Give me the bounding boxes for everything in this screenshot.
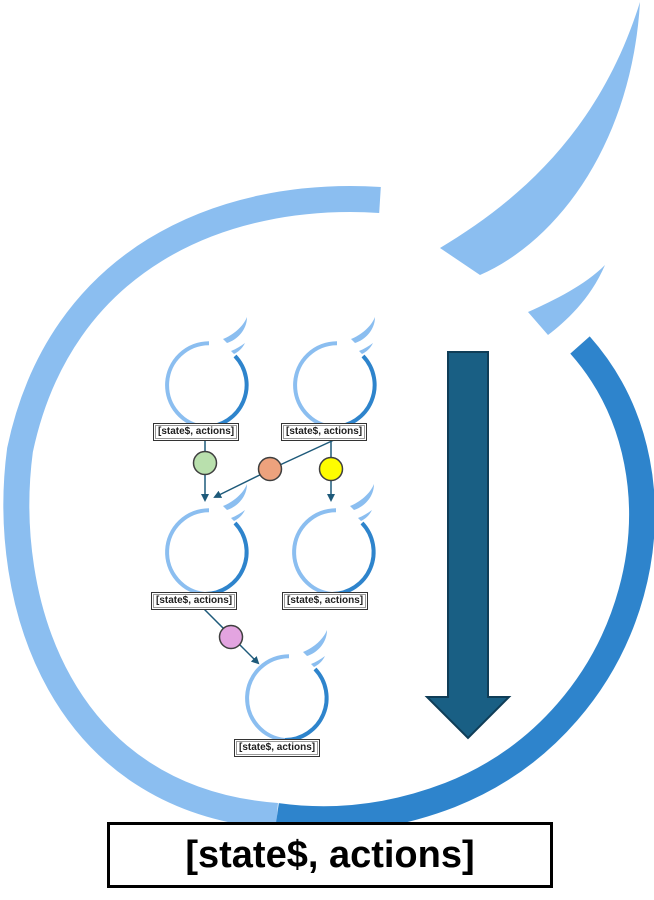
green-dot xyxy=(192,450,218,476)
mini-tail-top xyxy=(351,317,375,343)
orange-dot xyxy=(257,456,283,482)
large-cycle-logo xyxy=(3,2,654,833)
mini-ring-light xyxy=(165,341,210,429)
logo-ring-dark-arc xyxy=(275,336,654,833)
mini-tail-small xyxy=(231,510,245,521)
mini-ring-light xyxy=(292,508,337,596)
mini-tail-top xyxy=(303,630,327,656)
mini-tail-small xyxy=(359,343,373,354)
node-label-5: [state$, actions] xyxy=(234,739,321,757)
mini-logos xyxy=(165,317,377,742)
mini-ring-light xyxy=(165,508,210,596)
mini-ring-light xyxy=(293,341,338,429)
mini-cycle-logo-3 xyxy=(165,484,249,596)
mini-tail-small xyxy=(231,343,245,354)
mini-ring-light xyxy=(245,654,290,742)
mini-tail-top xyxy=(223,317,247,343)
mini-ring-dark xyxy=(331,521,376,596)
logo-ring-light-arc xyxy=(3,186,381,829)
flow-down-arrow xyxy=(424,351,512,740)
pink-dot xyxy=(218,624,244,650)
mini-cycle-logo-2 xyxy=(293,317,377,429)
connector-node2-to-node3 xyxy=(213,439,335,498)
logo-tail-top xyxy=(440,2,640,275)
mini-cycle-logo-5 xyxy=(245,630,329,742)
mini-ring-dark xyxy=(204,354,249,429)
mini-cycle-logo-4 xyxy=(292,484,376,596)
logo-tail-small xyxy=(528,265,605,335)
mini-ring-dark xyxy=(204,521,249,596)
connector-dots xyxy=(192,450,344,650)
mini-tail-top xyxy=(223,484,247,510)
node-label-2: [state$, actions] xyxy=(281,423,368,441)
main-output-label: [state$, actions] xyxy=(107,822,553,888)
node-label-4: [state$, actions] xyxy=(282,592,369,610)
mini-tail-small xyxy=(311,656,325,667)
node-label-1: [state$, actions] xyxy=(153,423,240,441)
mini-tail-small xyxy=(358,510,372,521)
mini-ring-dark xyxy=(332,354,377,429)
mini-cycle-logo-1 xyxy=(165,317,249,429)
mini-ring-dark xyxy=(284,667,329,742)
node-label-3: [state$, actions] xyxy=(151,592,238,610)
yellow-dot xyxy=(318,456,344,482)
mini-tail-top xyxy=(350,484,374,510)
